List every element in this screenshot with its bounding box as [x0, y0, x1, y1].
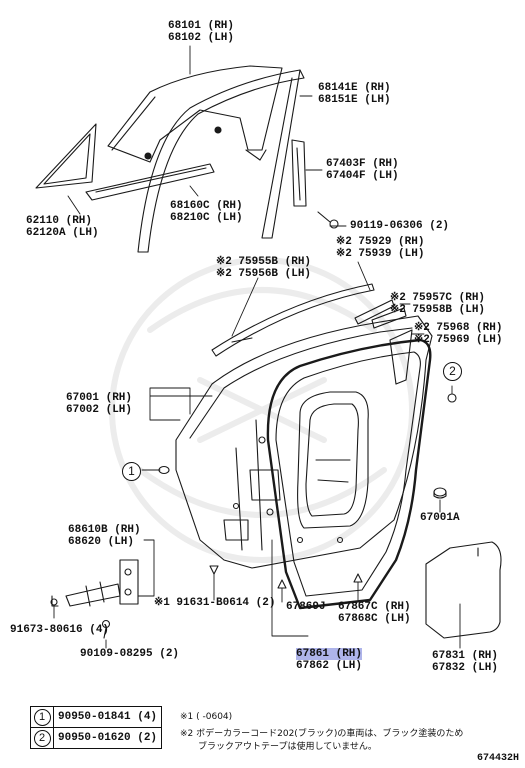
label-plug: 67001A: [420, 512, 460, 524]
legend-part: 90950-01841 (4): [52, 706, 163, 728]
label-belt-weatherstrip: 68160C (RH)68210C (LH): [170, 200, 243, 224]
label-bolt-2: 90109-08295 (2): [80, 648, 180, 660]
legend-row: 1 90950-01841 (4): [30, 706, 163, 728]
label-bolt-1: 91673-80616 (4): [10, 624, 110, 636]
door-panel: [175, 315, 433, 569]
label-weatherstrip-clip: 67869J: [286, 601, 326, 613]
upper-moldings: [211, 283, 413, 385]
glass-run: [137, 69, 305, 253]
label-service-hole-cover: 67831 (RH)67832 (LH): [432, 650, 499, 674]
legend-mark-one: 1: [33, 708, 51, 726]
diagram-id: 674432H: [476, 753, 519, 764]
plug: [433, 487, 447, 499]
label-molding-outer: ※2 75929 (RH)※2 75939 (LH): [336, 236, 425, 260]
label-door-weatherstrip: 67861 (RH)67862 (LH): [296, 648, 363, 672]
note-1: ※1 ( -0604): [180, 712, 233, 722]
legend-table: 1 90950-01841 (4) 2 90950-01620 (2): [30, 706, 163, 749]
label-screw: 90119-06306 (2): [350, 220, 450, 232]
service-hole-cover: [425, 541, 502, 639]
label-molding-rear: ※2 75968 (RH)※2 75969 (LH): [414, 322, 503, 346]
note-2-line-2: ブラックアウトテープは使用していません。: [198, 742, 377, 752]
label-molding-upper: ※2 75955B (RH)※2 75956B (LH): [216, 256, 312, 280]
label-door-panel: 67001 (RH)67002 (LH): [66, 392, 133, 416]
label-door-seal: 67867C (RH)67868C (LH): [338, 601, 411, 625]
legend-part: 90950-01620 (2): [52, 727, 163, 749]
frame-sash: [291, 139, 307, 207]
label-window-glass: 68101 (RH)68102 (LH): [168, 20, 235, 44]
screw: [317, 211, 339, 229]
callout-one: 1: [122, 462, 141, 481]
legend-row: 2 90950-01620 (2): [30, 727, 163, 749]
leader-lines: [53, 45, 461, 649]
legend-mark-two: 2: [33, 729, 51, 747]
label-hinge: 68610B (RH)68620 (LH): [68, 524, 141, 548]
note-2-line-1: ※2 ボデーカラーコード202(ブラック)の車両は、ブラック塗装のため: [180, 729, 464, 739]
label-frame-sash: 67403F (RH)67404F (LH): [326, 158, 399, 182]
callout-two: 2: [443, 362, 462, 381]
label-molding-front: ※2 75957C (RH)※2 75958B (LH): [390, 292, 486, 316]
hinge-assembly: [50, 559, 139, 639]
belt-weatherstrip: [85, 163, 215, 201]
quarter-glass: [35, 123, 97, 189]
label-quarter-glass: 62110 (RH)62120A (LH): [26, 215, 99, 239]
window-glass: [107, 65, 283, 163]
label-glass-run: 68141E (RH)68151E (LH): [318, 82, 391, 106]
label-clip-note: ※1 91631-B0614 (2): [154, 597, 276, 609]
watermark-emblem: [109, 257, 415, 563]
door-weatherstrip: [266, 338, 432, 610]
